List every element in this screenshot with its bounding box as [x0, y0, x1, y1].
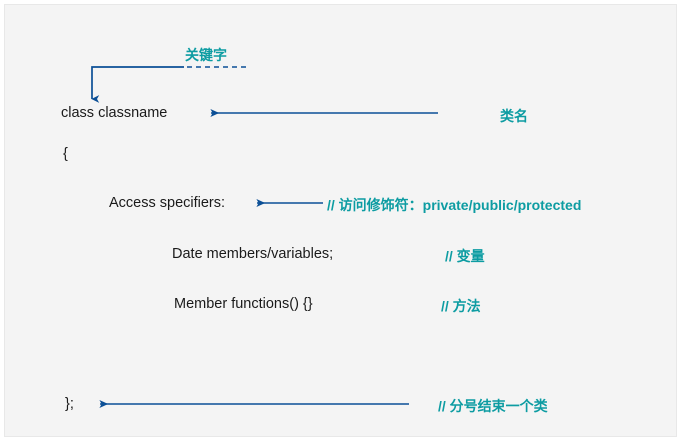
connector-layer	[91, 66, 438, 408]
code-line-close-brace: };	[65, 396, 74, 412]
keyword-elbow-arrow	[91, 66, 246, 103]
code-line-open-brace: {	[63, 146, 68, 162]
annotation-class-name: 类名	[500, 108, 528, 124]
annotation-keyword: 关键字	[185, 47, 227, 63]
annotation-end-of-class: // 分号结束一个类	[438, 398, 548, 414]
code-line-access-specifiers: Access specifiers:	[109, 195, 226, 211]
keyword-arrow-line	[91, 66, 184, 103]
code-line-data-members: Date members/variables;	[172, 246, 334, 262]
diagram-canvas: 关键字 class classname 类名 { Access specifie…	[4, 4, 677, 437]
annotation-methods: // 方法	[441, 298, 481, 314]
annotation-variables: // 变量	[445, 248, 485, 264]
code-line-member-functions: Member functions() {}	[174, 296, 313, 312]
annotation-access-specifier: // 访问修饰符：private/public/protected	[327, 197, 582, 213]
code-line-class-declaration: class classname	[61, 105, 168, 121]
